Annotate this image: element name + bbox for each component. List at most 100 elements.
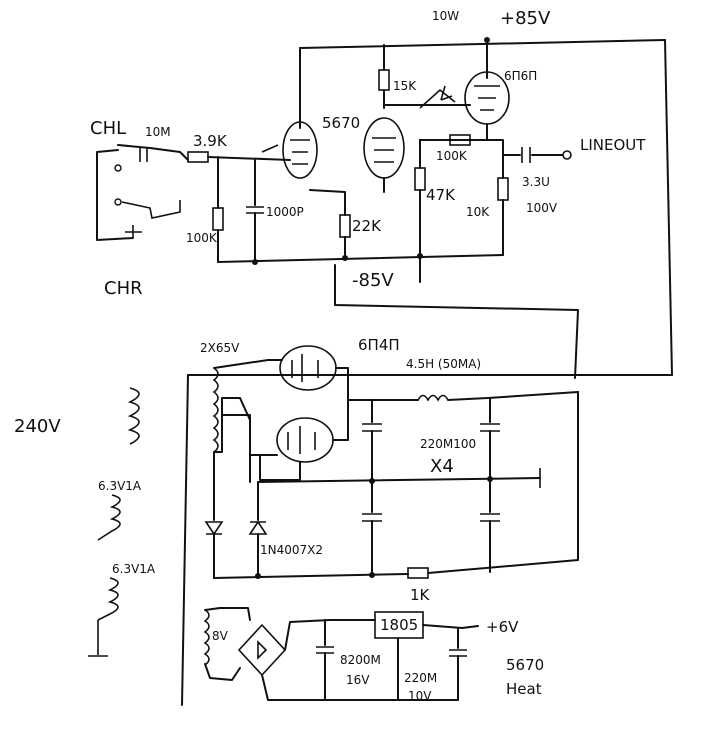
rail-node-1 (252, 259, 258, 265)
tr-8v-label: 8V (212, 629, 229, 643)
mains-240v-coil (127, 387, 140, 445)
input-wire (117, 144, 189, 161)
transformer-2x65v-coil (212, 367, 219, 453)
cap-1000p-label: 1000P (266, 205, 304, 219)
bottom-rail-left-wire (213, 573, 409, 579)
tube-filament-wire (259, 454, 301, 481)
lineout-label: LINEOUT (580, 136, 646, 154)
bottom-node-2 (255, 573, 261, 579)
r22k-label: 22K (352, 217, 382, 235)
bottom-node-1 (369, 572, 375, 578)
midpoint-wire (257, 477, 541, 483)
tr8-top-wire (204, 607, 251, 621)
r15k-label: 15K (393, 79, 417, 93)
cathode-5670-wire (309, 189, 346, 216)
tr-center-wire (213, 397, 251, 483)
tube-5670-right-elements (372, 137, 396, 163)
capacitor-220m-3 (480, 423, 500, 432)
jack-switch-wire (121, 200, 181, 219)
tube-6m4-label: 6П4П (358, 336, 400, 354)
resistor-3-9k (187, 151, 209, 163)
mid-node-2 (487, 476, 493, 482)
resistor-10k (497, 177, 509, 201)
tube-6m6p-label: 6П6П (504, 69, 537, 83)
heat-label-b: Heat (506, 680, 542, 698)
tube-lower-feed-wire (221, 414, 278, 456)
supply-panel-border (181, 374, 189, 706)
tr-2x65v-label: 2X65V (200, 341, 240, 355)
capacitor-220m-4 (480, 513, 500, 522)
resistor-15k (378, 69, 390, 91)
bridge-rectifier (237, 623, 287, 677)
tr-top-wire (213, 359, 269, 369)
tube-upper-plate-wire (335, 367, 349, 401)
rail-node-2 (342, 255, 348, 261)
tube-6m4-upper (279, 345, 337, 391)
lineout-jack (562, 150, 572, 160)
plus85-right-feed-wire (664, 39, 673, 376)
cap-220-label: 220M (404, 671, 437, 685)
plus85-rail-wire (299, 39, 666, 49)
chl-label: CHL (90, 118, 126, 139)
grid-5670-wire (207, 156, 291, 161)
cap-8200-label: 8200M (340, 653, 381, 667)
choke-4-5h (417, 394, 449, 402)
jack-ground (125, 225, 142, 238)
tube-6m4-upper-elements (291, 354, 319, 382)
tube-lower-plate-wire (332, 399, 349, 441)
cap-33u-label: 3.3U (522, 175, 550, 189)
diodes-label: 1N4007X2 (260, 543, 323, 557)
input-jack-frame (96, 149, 134, 241)
power-supply-section (88, 345, 673, 706)
reg-input-wire (284, 619, 376, 651)
choke-right-wire (447, 391, 579, 401)
heater-winding-1 (97, 494, 121, 541)
regulator-label: 1805 (380, 616, 418, 634)
trimmer-arrow-head (440, 85, 453, 101)
tube-6m4-lower-elements (287, 426, 316, 454)
reg-ground-wire (261, 674, 459, 701)
minus85-rail-wire (217, 254, 504, 263)
heat-label-a: 5670 (506, 656, 544, 674)
cap-8200-voltage-label: 16V (346, 673, 370, 687)
minus85-return-wire (334, 264, 579, 379)
diode-1 (204, 521, 224, 536)
r100k-a-label: 100K (436, 149, 468, 163)
choke-label: 4.5H (50MA) (406, 357, 481, 371)
r10k-label: 10K (466, 205, 490, 219)
heater-ground (88, 620, 108, 657)
component-labels: 10W +85V 6П6П 15K 5670 CHL 10M 3.9K LINE… (14, 8, 646, 703)
transformer-8v-coil (203, 609, 210, 666)
cap-220-voltage-label: 10V (408, 689, 432, 703)
heater2-label: 6.3V1A (112, 562, 156, 576)
r1k-label: 1K (410, 586, 431, 604)
capacitor-220m-2 (362, 513, 382, 522)
capacitor-33u (521, 147, 531, 163)
tube-5670-left-elements (290, 139, 310, 165)
tube-5670-label: 5670 (322, 114, 360, 132)
jack-contact-1 (114, 164, 122, 172)
chr-label: CHR (104, 278, 143, 299)
top-note-label: 10W (432, 9, 459, 23)
jack-contact-2 (114, 198, 122, 206)
diode-2 (248, 520, 268, 535)
resistor-1k (407, 567, 429, 579)
r100k-a-right-wire (469, 139, 504, 156)
bridge-diode-mark (257, 640, 268, 660)
mid-node-1 (369, 478, 375, 484)
trimmer-arrow (419, 88, 456, 109)
cap-33u-voltage-label: 100V (526, 201, 558, 215)
heater1-label: 6.3V1A (98, 479, 142, 493)
reg-output-wire (422, 624, 479, 629)
plus85-label: +85V (500, 8, 551, 29)
tr8-bottom-wire (204, 663, 241, 681)
plus6v-label: +6V (486, 618, 519, 636)
heater-winding-2 (97, 577, 119, 621)
r47k-label: 47K (426, 186, 456, 204)
resistor-22k (339, 214, 351, 238)
bottom-rail-right-wire (427, 559, 579, 574)
tube-5670-left-triode (282, 121, 318, 179)
tube-6m4-lower (276, 417, 334, 463)
grid-arrow (261, 144, 279, 153)
